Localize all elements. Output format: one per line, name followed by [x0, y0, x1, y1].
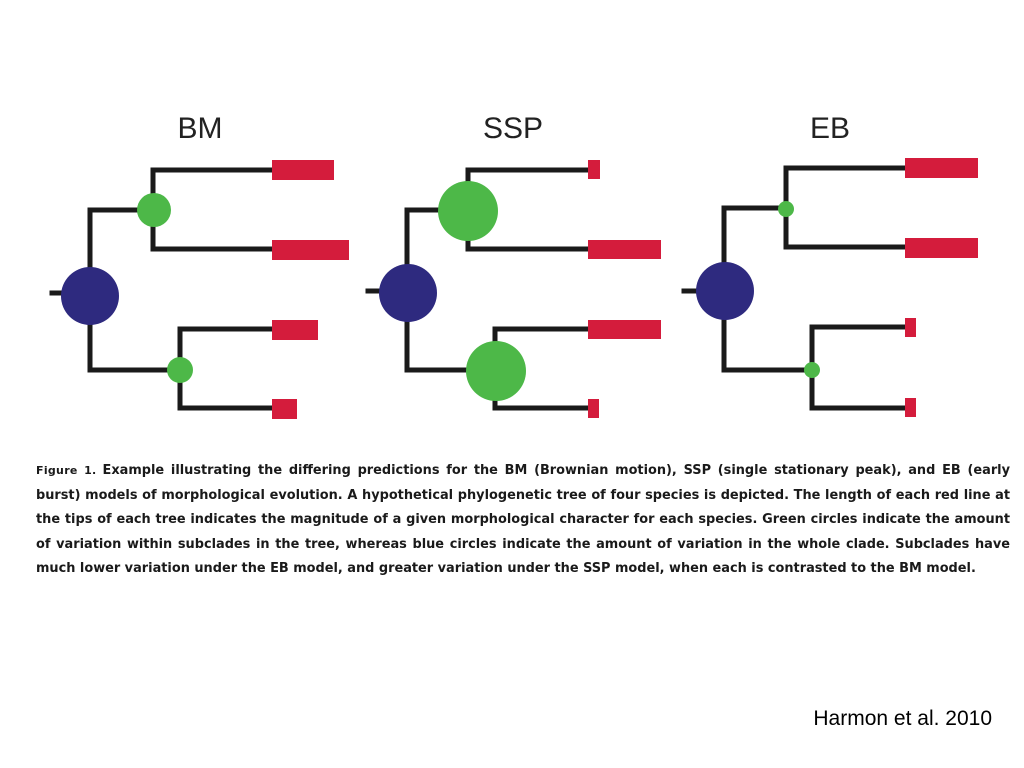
trait-bar-1: [588, 160, 600, 179]
panel-ssp: SSP: [365, 112, 661, 418]
trait-bar-4: [588, 399, 599, 418]
citation: Harmon et al. 2010: [813, 707, 992, 730]
subclade-variation-lower: [466, 341, 526, 401]
trait-bar-2: [905, 238, 978, 258]
subclade-variation-upper: [137, 193, 171, 227]
panel-bm: BM: [49, 112, 349, 419]
subclade-variation-upper: [438, 181, 498, 241]
subclade-variation-lower: [804, 362, 820, 378]
trait-bar-4: [272, 399, 297, 419]
model-title-eb: EB: [810, 112, 850, 145]
figure-caption: Figure 1.Example illustrating the differ…: [36, 459, 1010, 582]
trait-bar-2: [272, 240, 349, 260]
model-title-ssp: SSP: [483, 112, 543, 145]
trait-bar-1: [905, 158, 978, 178]
figure-label: Figure 1.: [36, 464, 97, 477]
trait-bar-3: [905, 318, 916, 337]
clade-variation: [61, 267, 119, 325]
panel-eb: EB: [681, 112, 978, 417]
trait-bar-1: [272, 160, 334, 180]
clade-variation: [696, 262, 754, 320]
model-title-bm: BM: [178, 112, 223, 145]
subclade-variation-lower: [167, 357, 193, 383]
clade-variation: [379, 264, 437, 322]
trait-bar-3: [588, 320, 661, 339]
trait-bar-2: [588, 240, 661, 259]
phylogeny-diagram: BM SSP: [49, 112, 978, 419]
figure-caption-text: Example illustrating the differing predi…: [36, 463, 1010, 576]
trait-bar-3: [272, 320, 318, 340]
trait-bar-4: [905, 398, 916, 417]
subclade-variation-upper: [778, 201, 794, 217]
